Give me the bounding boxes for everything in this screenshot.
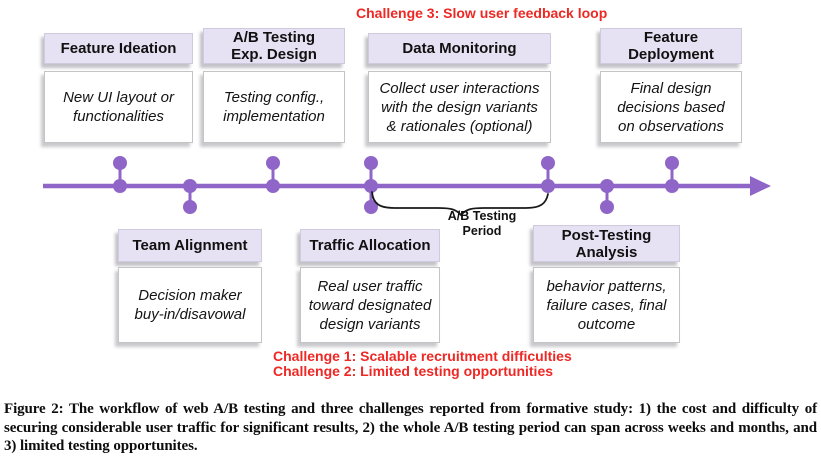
ab-testing-period-label: A/B Testing Period bbox=[447, 209, 517, 238]
stage-title-ab-testing-exp-design: A/B Testing Exp. Design bbox=[203, 28, 345, 64]
timeline-top-dots bbox=[113, 156, 679, 170]
stage-desc-feature-deployment: Final design decisions based on observat… bbox=[600, 71, 742, 143]
stage-title-data-monitoring: Data Monitoring bbox=[368, 33, 551, 64]
stage-title-traffic-allocation: Traffic Allocation bbox=[300, 229, 440, 262]
stage-title-post-testing-analysis: Post-Testing Analysis bbox=[533, 225, 680, 262]
stage-post-testing-analysis: Post-Testing Analysis behavior patterns,… bbox=[533, 225, 680, 343]
stage-feature-ideation: Feature Ideation New UI layout or functi… bbox=[44, 28, 193, 143]
timeline-down-stems bbox=[188, 186, 609, 207]
stage-desc-data-monitoring: Collect user interactions with the desig… bbox=[368, 71, 551, 143]
stage-data-monitoring: Data Monitoring Collect user interaction… bbox=[368, 28, 551, 143]
figure-caption: Figure 2: The workflow of web A/B testin… bbox=[4, 401, 817, 454]
timeline-arrow-icon bbox=[750, 176, 771, 196]
stage-desc-ab-testing-exp-design: Testing config., implementation bbox=[203, 71, 345, 143]
stage-traffic-allocation: Traffic Allocation Real user traffic tow… bbox=[300, 225, 440, 343]
stage-title-team-alignment: Team Alignment bbox=[118, 229, 262, 262]
stage-ab-testing-exp-design: A/B Testing Exp. Design Testing config.,… bbox=[203, 28, 345, 143]
stage-desc-feature-ideation: New UI layout or functionalities bbox=[44, 71, 193, 143]
timeline-junction-dots bbox=[113, 179, 679, 193]
stage-feature-deployment: Feature Deployment Final design decision… bbox=[600, 28, 742, 143]
challenge-2-label: Challenge 2: Limited testing opportuniti… bbox=[273, 363, 554, 379]
stage-desc-traffic-allocation: Real user traffic toward designated desi… bbox=[300, 267, 440, 343]
stage-desc-team-alignment: Decision maker buy-in/disavowal bbox=[118, 267, 262, 343]
stage-desc-post-testing-analysis: behavior patterns, failure cases, final … bbox=[533, 267, 680, 343]
challenge-1-label: Challenge 1: Scalable recruitment diffic… bbox=[273, 348, 572, 364]
challenge-3-label: Challenge 3: Slow user feedback loop bbox=[356, 5, 608, 21]
timeline-bottom-dots bbox=[183, 200, 614, 214]
stage-title-feature-ideation: Feature Ideation bbox=[44, 33, 193, 64]
stage-team-alignment: Team Alignment Decision maker buy-in/dis… bbox=[118, 225, 262, 343]
stage-title-feature-deployment: Feature Deployment bbox=[600, 28, 742, 64]
timeline-up-stems bbox=[118, 164, 674, 186]
